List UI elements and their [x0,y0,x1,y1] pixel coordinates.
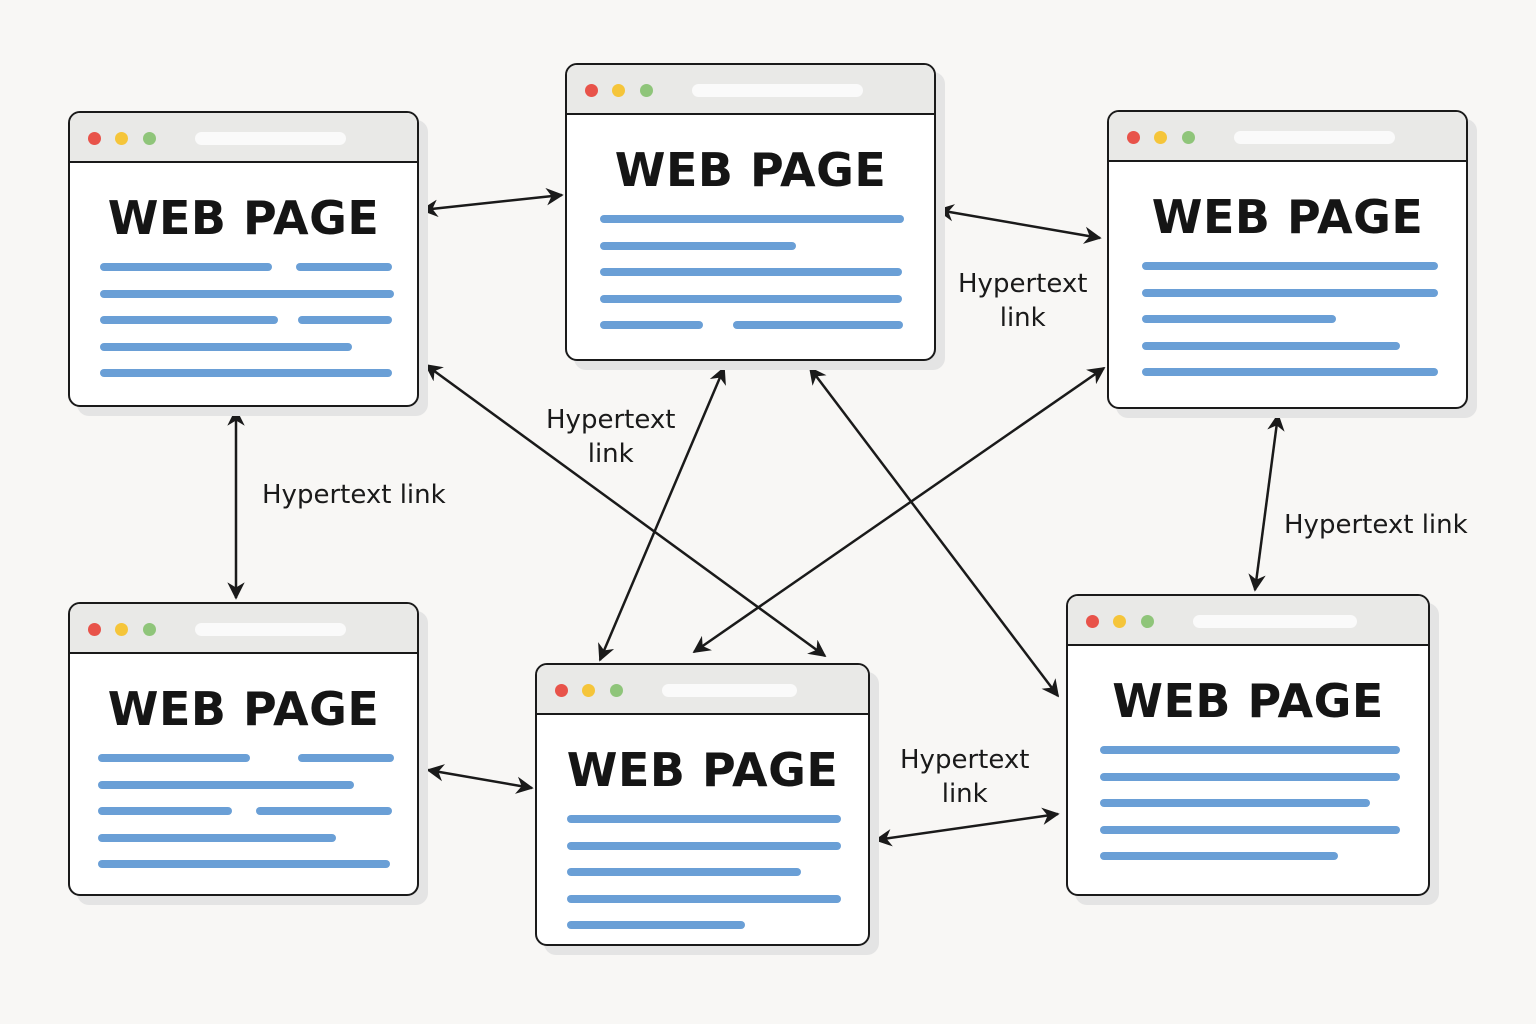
text-line [733,321,903,329]
page-title: WEB PAGE [107,682,380,736]
web-page-window: WEB PAGE [68,602,419,896]
text-line [1100,772,1400,781]
page-title: WEB PAGE [1151,190,1424,244]
hypertext-link-arrow [808,366,1060,698]
maximize-dot-icon [143,623,156,636]
text-line [567,921,745,929]
text-line [600,241,796,250]
text-line [1142,315,1336,323]
minimize-dot-icon [115,623,128,636]
page-title: WEB PAGE [566,743,839,797]
text-line [600,294,902,303]
browser-titlebar [537,665,868,715]
browser-titlebar [1109,112,1466,162]
link-label: Hypertext link [262,480,446,510]
text-line [1100,825,1400,834]
link-label: Hypertext link [1284,510,1468,540]
text-line [567,894,841,903]
page-title: WEB PAGE [1112,674,1384,728]
hypertext-link-arrow [692,366,1106,654]
close-dot-icon [585,84,598,97]
text-line [98,833,336,842]
text-line [600,268,902,276]
text-line [1142,262,1438,270]
text-line [1100,799,1370,807]
text-line [98,754,250,762]
close-dot-icon [88,132,101,145]
text-line [296,263,392,271]
text-line [298,316,392,324]
minimize-dot-icon [612,84,625,97]
page-title: WEB PAGE [107,191,380,245]
browser-titlebar [70,113,417,163]
address-bar [195,132,346,145]
page-title: WEB PAGE [614,143,887,197]
close-dot-icon [1086,615,1099,628]
address-bar [1234,131,1395,144]
text-line [1142,341,1400,350]
text-line [98,860,390,868]
maximize-dot-icon [1182,131,1195,144]
text-line [567,841,841,850]
maximize-dot-icon [610,684,623,697]
minimize-dot-icon [1154,131,1167,144]
minimize-dot-icon [582,684,595,697]
web-page-window: WEB PAGE [535,663,870,946]
text-line [100,316,278,324]
address-bar [662,684,797,697]
text-line [98,807,232,815]
hypertext-link-arrow [420,187,564,218]
close-dot-icon [88,623,101,636]
hypertext-link-arrow [936,204,1102,244]
web-page-window: WEB PAGE [565,63,936,361]
close-dot-icon [555,684,568,697]
hypertext-link-arrow [426,764,534,794]
text-line [1142,288,1438,297]
text-line [100,342,352,351]
text-line [1142,368,1438,376]
text-line [100,263,272,271]
browser-titlebar [1068,596,1428,646]
text-line [100,369,392,377]
maximize-dot-icon [143,132,156,145]
browser-titlebar [70,604,417,654]
minimize-dot-icon [1113,615,1126,628]
text-line [256,807,392,815]
web-page-window: WEB PAGE [1107,110,1468,409]
text-line [600,215,904,223]
browser-titlebar [567,65,934,115]
text-line [567,815,841,823]
text-line [1100,852,1338,860]
text-line [567,868,801,876]
web-page-window: WEB PAGE [1066,594,1430,896]
web-page-window: WEB PAGE [68,111,419,407]
close-dot-icon [1127,131,1140,144]
text-line [100,289,394,298]
address-bar [692,84,863,97]
text-line [298,754,394,762]
maximize-dot-icon [640,84,653,97]
text-line [98,780,354,789]
text-line [1100,746,1400,754]
hypertext-link-arrow [1248,413,1285,592]
maximize-dot-icon [1141,615,1154,628]
address-bar [195,623,346,636]
hypertext-link-arrow [874,807,1060,847]
minimize-dot-icon [115,132,128,145]
text-line [600,321,703,329]
address-bar [1193,615,1357,628]
